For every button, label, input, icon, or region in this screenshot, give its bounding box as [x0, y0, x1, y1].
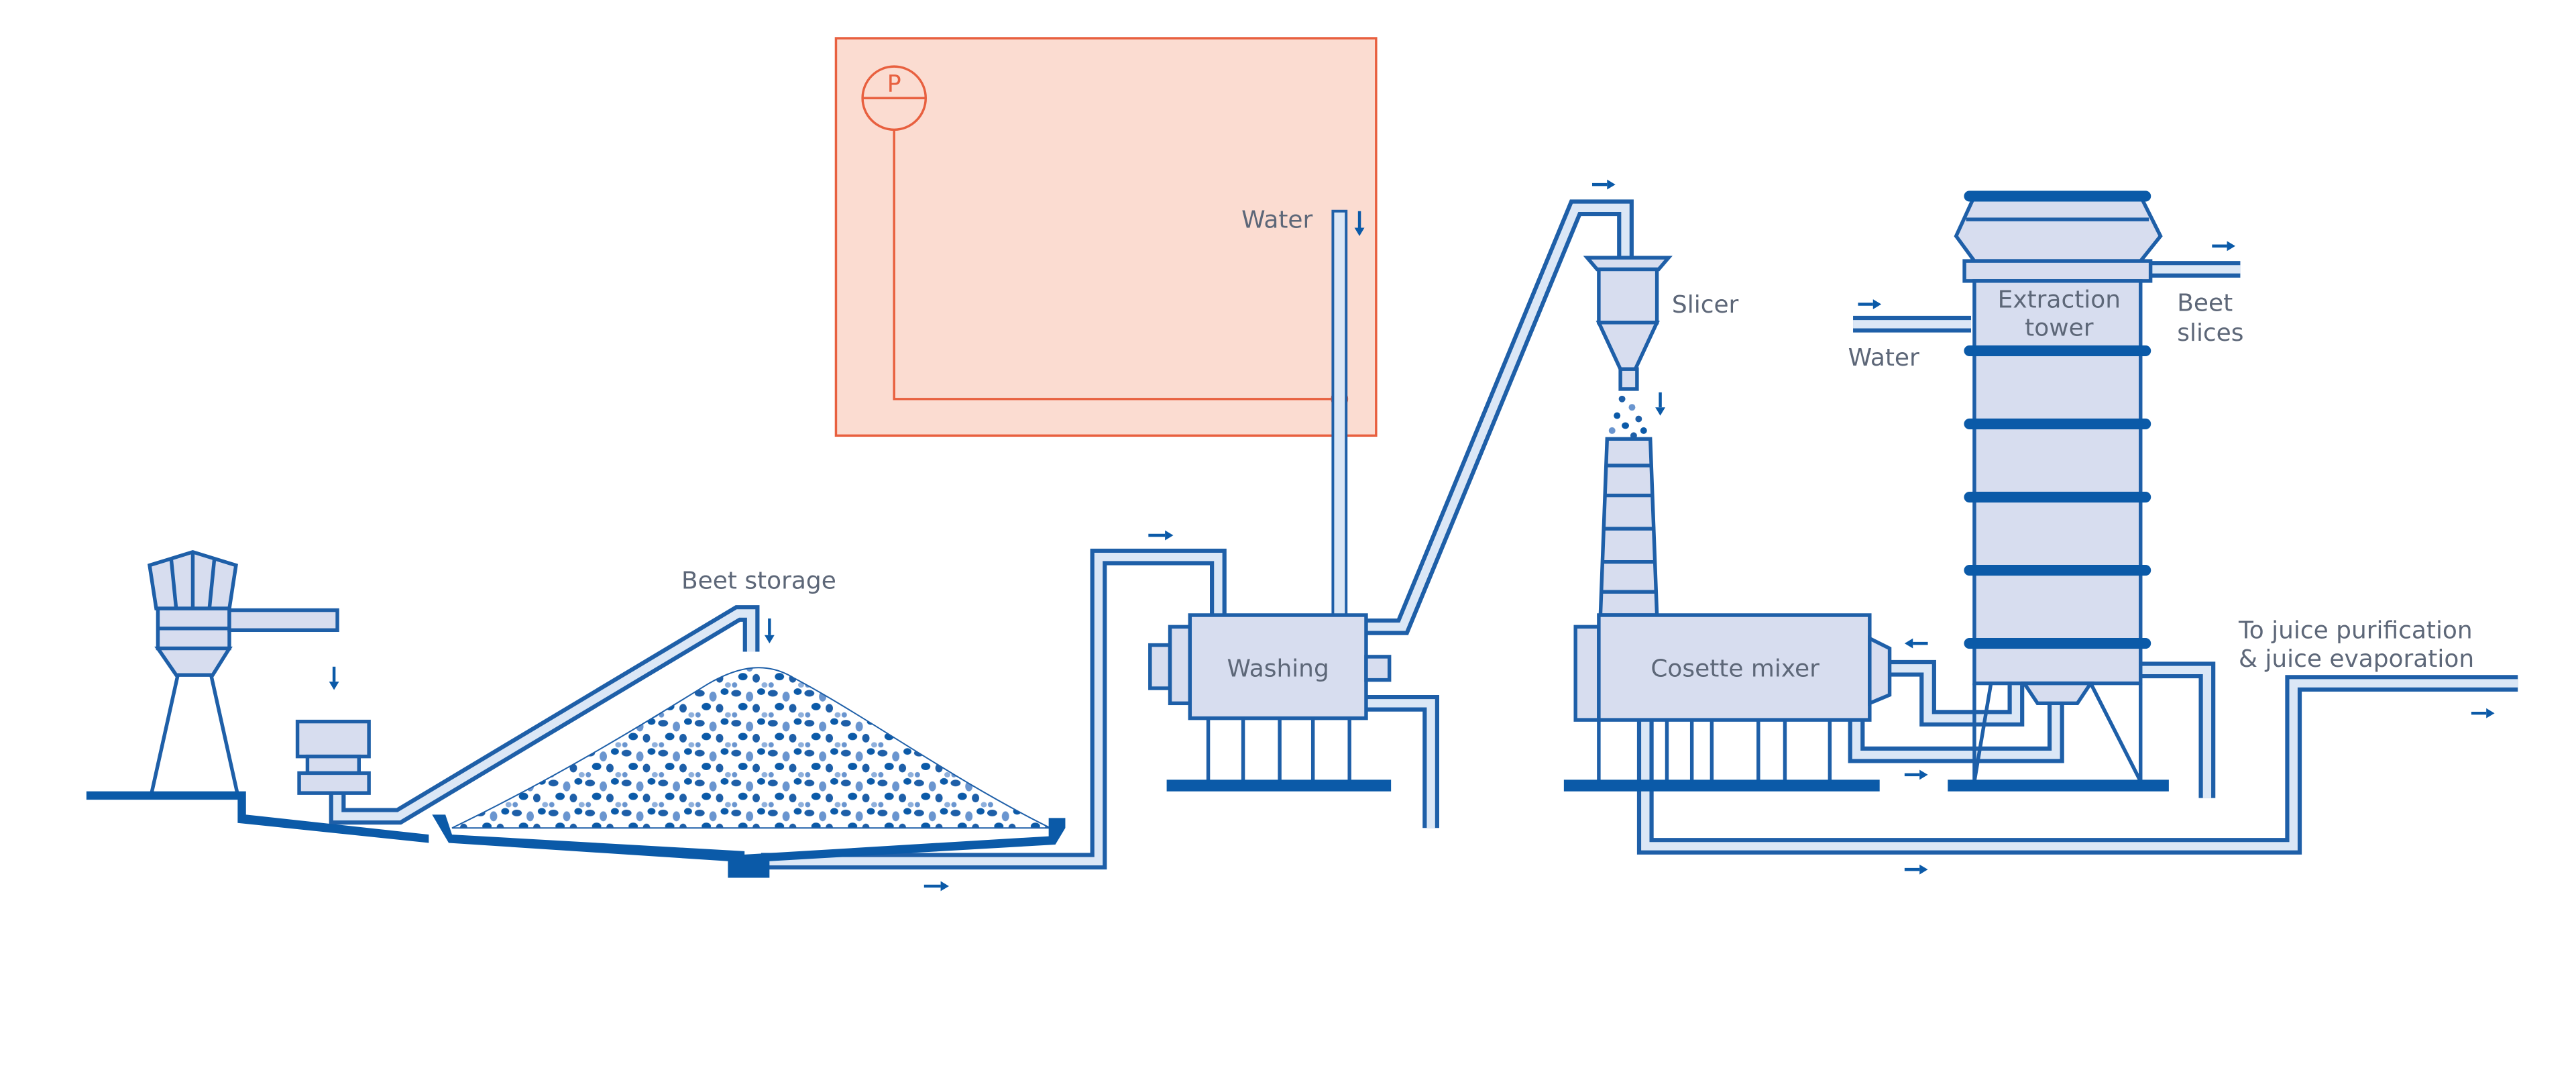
- water-inlet-label: Water: [1848, 344, 1919, 372]
- control-signal-line: [893, 129, 1333, 400]
- arrow-right-icon: [1904, 769, 1928, 780]
- beet-hopper: [86, 549, 429, 843]
- water-label: Water: [1241, 207, 1312, 234]
- beet-slices-falling: [1608, 395, 1647, 439]
- washing-drain-pipe: [1365, 694, 1440, 828]
- arrow-right-icon: [1904, 864, 1928, 875]
- arrow-right-icon: [923, 881, 949, 892]
- arrow-down-icon: [1354, 211, 1365, 236]
- pressure-sensor-icon: P: [861, 65, 928, 131]
- labels: Water Beet storage Washing Slicer Cosett…: [681, 207, 2474, 683]
- pressure-symbol: P: [887, 70, 901, 97]
- beet-storage-label: Beet storage: [681, 567, 836, 594]
- washing-label: Washing: [1227, 655, 1329, 683]
- arrow-down-icon: [329, 666, 339, 690]
- extraction-tower: [1948, 191, 2169, 792]
- arrow-right-icon: [2212, 241, 2235, 252]
- beet-slices-label-line1: Beet: [2177, 289, 2233, 317]
- beet-slices-label-line2: slices: [2177, 319, 2243, 347]
- cosette-mixer: [1563, 613, 1892, 792]
- storage-to-washing-pipe: [761, 548, 1227, 870]
- mixer-tower-recirculation-pipe: [1848, 659, 2064, 763]
- arrow-down-icon: [1655, 392, 1666, 416]
- pipes: [329, 199, 2518, 870]
- arrow-right-icon: [1591, 179, 1616, 190]
- juice-destination-label-line1: To juice purification: [2238, 617, 2473, 645]
- tower-side-outlet-pipe: [2140, 661, 2216, 798]
- washing-to-slicer-pipe: [1365, 199, 1634, 635]
- pressure-control-box: P: [834, 37, 1378, 437]
- extraction-tower-label-line1: Extraction: [1998, 286, 2121, 313]
- juice-outlet-pipe: [1636, 675, 2518, 855]
- beet-storage-pile: [432, 667, 1066, 878]
- cosette-mixer-label: Cosette mixer: [1650, 655, 1819, 683]
- washing-drum: [1148, 613, 1392, 792]
- slicer-label: Slicer: [1672, 291, 1739, 319]
- extraction-tower-label-line2: tower: [2025, 315, 2094, 342]
- juice-destination-label-line2: & juice evaporation: [2239, 645, 2474, 673]
- arrow-down-icon: [764, 618, 775, 644]
- water-inlet-pipe: [1331, 209, 1348, 616]
- arrow-right-icon: [1858, 299, 1882, 309]
- arrow-left-icon: [1904, 638, 1928, 649]
- arrow-right-icon: [2471, 708, 2495, 718]
- feed-conveyor-pipe: [329, 605, 760, 825]
- beet-feeder: [295, 719, 371, 795]
- arrow-right-icon: [1148, 530, 1174, 541]
- slicer: [1583, 256, 1673, 617]
- flow-arrows: [329, 179, 2495, 892]
